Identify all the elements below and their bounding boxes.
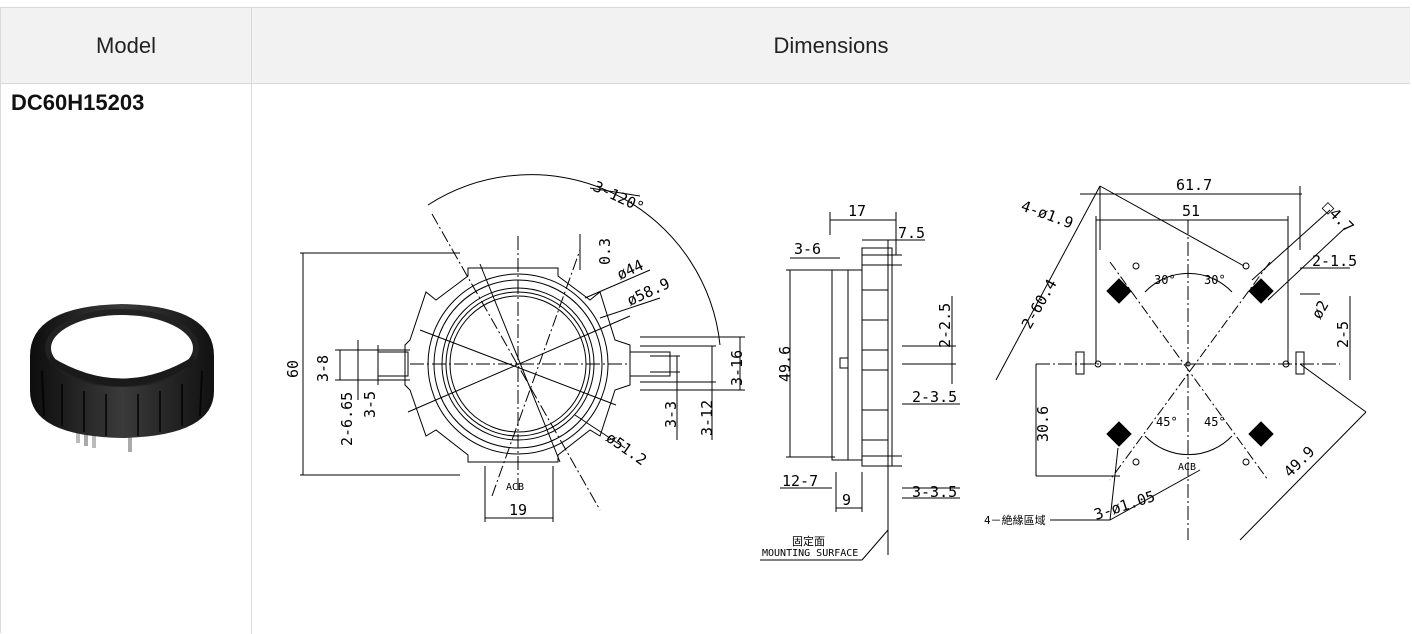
pcb-view (995, 185, 1367, 541)
label-mounting-cn: 固定面 (792, 534, 825, 548)
label-acb-front: ACB (506, 482, 524, 493)
dim-2-1-5: 2-1.5 (1312, 252, 1357, 270)
dim-2-6-65: 2-6.65 (338, 392, 356, 446)
dimensions-table: Model Dimensions (0, 7, 1410, 634)
dim-d2: ø2 (1308, 297, 1333, 322)
dim-3-6: 3-6 (794, 240, 821, 258)
dim-sq-4-7: □4.7 (1319, 198, 1357, 236)
dim-49-9: 49.9 (1280, 443, 1318, 481)
dim-61-7: 61.7 (1176, 176, 1212, 194)
dim-7-5: 7.5 (898, 224, 925, 242)
dim-17: 17 (848, 202, 866, 220)
side-view (760, 212, 960, 561)
angle-45-left: 45° (1156, 415, 1178, 429)
dim-3-3-5: 3-3.5 (912, 483, 957, 501)
dim-12-7: 12-7 (782, 472, 818, 490)
dim-9: 9 (842, 491, 851, 509)
angle-45-right: 45° (1204, 415, 1226, 429)
dim-3-5: 3-5 (361, 391, 379, 418)
dim-3-8: 3-8 (314, 355, 332, 382)
dim-d44: ø44 (614, 256, 646, 284)
header-dimensions: Dimensions (773, 33, 889, 58)
dim-0-3: 0.3 (596, 238, 614, 265)
column-divider (251, 84, 252, 634)
dim-4-d1-9: 4-ø1.9 (1019, 197, 1076, 232)
angle-30-right: 30° (1204, 273, 1226, 287)
dim-d58-9: ø58.9 (624, 274, 673, 309)
dim-3-12: 3-12 (698, 400, 716, 436)
dim-3-16: 3-16 (728, 350, 746, 386)
table-header: Model Dimensions (1, 8, 1410, 84)
dim-60: 60 (284, 360, 302, 378)
dimension-drawing: 60 3-8 2-6.65 3-5 3-120° 0.3 ø44 ø58.9 ø… (284, 174, 1367, 561)
dim-2-3-5: 2-3.5 (912, 388, 957, 406)
model-name: DC60H15203 (11, 90, 145, 115)
dim-19: 19 (509, 501, 527, 519)
label-insulation-area: 4－絶緣區域 (984, 513, 1046, 527)
label-mounting-surface: MOUNTING SURFACE (762, 548, 858, 559)
dim-2-2-5: 2-2.5 (936, 303, 954, 348)
front-view (300, 174, 745, 522)
dim-51: 51 (1182, 202, 1200, 220)
dim-3-d1-05: 3-ø1.05 (1092, 487, 1158, 524)
dim-3-120: 3-120° (590, 177, 647, 216)
dim-3-3: 3-3 (662, 401, 680, 428)
dim-49-6: 49.6 (776, 346, 794, 382)
dim-d51-2: ø51.2 (603, 429, 650, 470)
angle-30-left: 30° (1154, 273, 1176, 287)
dim-30-6: 30.6 (1034, 406, 1052, 442)
label-acb-pcb: ACB (1178, 462, 1196, 473)
product-photo (30, 304, 214, 452)
dim-2-5: 2-5 (1334, 321, 1352, 348)
dim-2-60-4: 2-60.4 (1018, 276, 1061, 332)
header-model: Model (1, 8, 252, 83)
